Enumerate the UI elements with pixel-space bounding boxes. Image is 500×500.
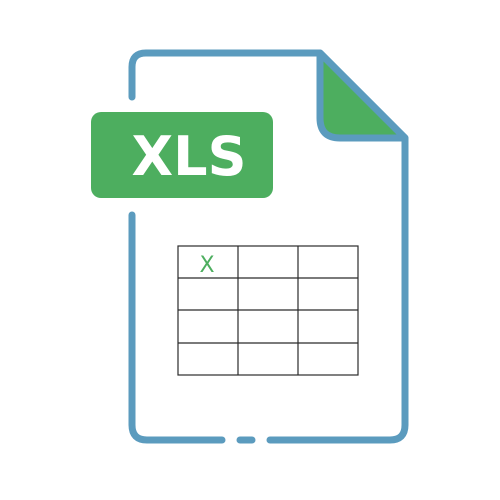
spreadsheet-grid bbox=[177, 245, 359, 376]
folded-corner bbox=[316, 49, 409, 142]
cell-mark: X bbox=[199, 253, 214, 278]
label-badge bbox=[91, 112, 273, 198]
label-text: XLS bbox=[132, 125, 247, 188]
document-outline-bottom-left bbox=[128, 211, 226, 444]
